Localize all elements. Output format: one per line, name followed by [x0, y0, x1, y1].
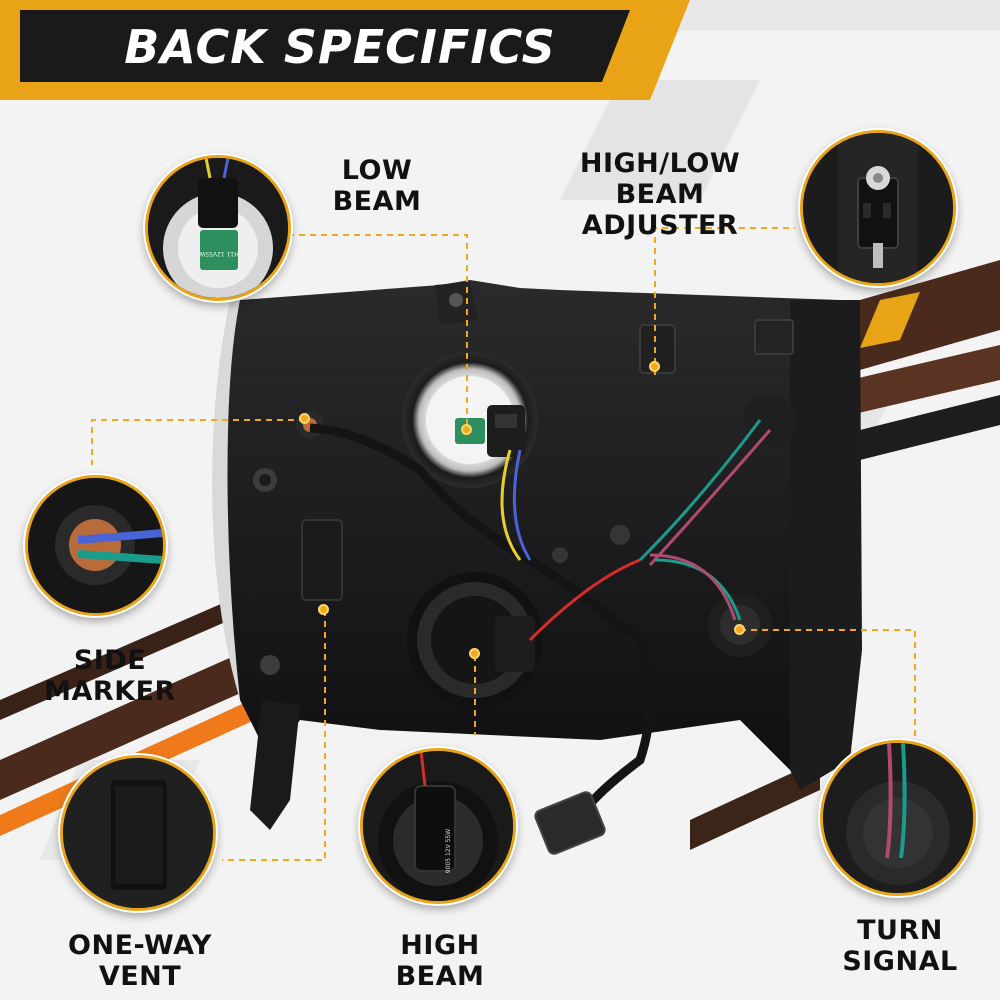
one-way-vent-label-line2: VENT — [98, 961, 182, 992]
header-banner — [0, 0, 1000, 100]
low-beam-label-line2: BEAM — [332, 186, 422, 217]
high-beam-label: HIGH BEAM — [385, 930, 495, 992]
beam-adjuster-label-line2: BEAM ADJUSTER — [581, 179, 739, 241]
high-beam-bulb-text: 9005 12V 55W — [445, 829, 452, 873]
one-way-vent-marker-dot — [318, 604, 329, 615]
side-marker-label-line1: SIDE — [73, 645, 147, 676]
turn-signal-marker-dot — [734, 624, 745, 635]
side-marker-detail-photo — [25, 475, 166, 616]
high-beam-marker-dot — [469, 648, 480, 659]
beam-adjuster-detail-photo — [800, 130, 956, 286]
one-way-vent-label-line1: ONE-WAY — [68, 930, 212, 961]
low-beam-marker-dot — [461, 424, 472, 435]
turn-signal-label-line2: SIGNAL — [842, 946, 958, 977]
side-marker-label-line2: MARKER — [44, 676, 176, 707]
page-title: BACK SPECIFICS — [124, 20, 556, 74]
one-way-vent-detail-photo — [60, 755, 216, 911]
side-marker-marker-dot — [299, 413, 310, 424]
one-way-vent-label: ONE-WAY VENT — [60, 930, 220, 992]
turn-signal-label: TURN SIGNAL — [835, 915, 965, 977]
high-beam-label-line1: HIGH — [400, 930, 480, 961]
low-beam-label-line1: LOW — [341, 155, 413, 186]
low-beam-detail-photo: H11 12V55W — [145, 155, 291, 301]
low-beam-bulb-text: H11 12V55W — [199, 250, 238, 257]
low-beam-label: LOW BEAM — [322, 155, 432, 217]
high-beam-detail-photo: 9005 12V 55W — [360, 748, 516, 904]
side-marker-label: SIDE MARKER — [35, 645, 185, 707]
turn-signal-detail-photo — [820, 740, 976, 896]
beam-adjuster-label-line1: HIGH/LOW — [579, 148, 741, 179]
beam-adjuster-marker-dot — [649, 361, 660, 372]
high-beam-label-line2: BEAM — [395, 961, 485, 992]
turn-signal-label-line1: TURN — [857, 915, 943, 946]
beam-adjuster-label: HIGH/LOW BEAM ADJUSTER — [535, 148, 785, 241]
